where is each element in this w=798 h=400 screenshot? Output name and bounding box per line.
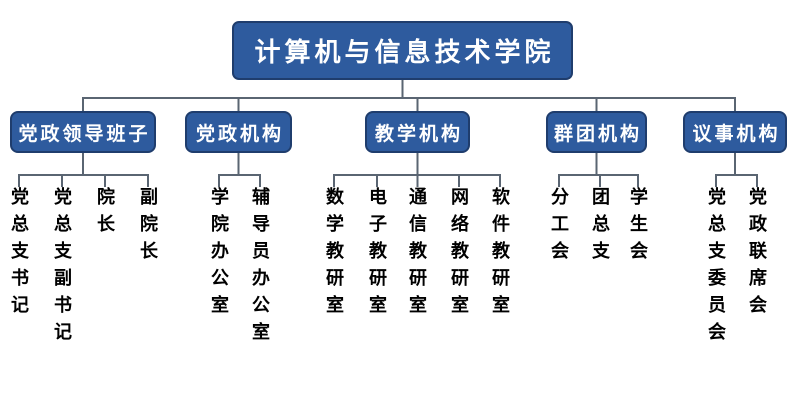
child-label-party-branch-deputy-secretary: 党总支副书记 bbox=[52, 187, 72, 349]
child-label-math-teaching-section: 数学教研室 bbox=[324, 187, 344, 322]
child-label-party-branch-committee: 党总支委员会 bbox=[706, 187, 726, 349]
child-label-counselor-office: 辅导员办公室 bbox=[250, 187, 270, 349]
branch-box-mass-organizations: 群团机构 bbox=[546, 111, 647, 153]
branch-box-teaching-units: 教学机构 bbox=[365, 111, 470, 153]
root-box-college: 计算机与信息技术学院 bbox=[232, 21, 573, 80]
child-label-college-office: 学院办公室 bbox=[209, 187, 229, 322]
child-label-dean: 院长 bbox=[95, 187, 115, 241]
child-label-vice-dean: 副院长 bbox=[138, 187, 158, 268]
child-label-youth-league-branch: 团总支 bbox=[590, 187, 610, 268]
branch-box-leadership-team: 党政领导班子 bbox=[10, 111, 156, 153]
child-label-communication-teaching-section: 通信教研室 bbox=[407, 187, 427, 322]
branch-box-party-gov-offices: 党政机构 bbox=[185, 111, 292, 153]
child-label-student-union: 学生会 bbox=[628, 187, 648, 268]
child-label-network-teaching-section: 网络教研室 bbox=[449, 187, 469, 322]
child-label-software-teaching-section: 软件教研室 bbox=[490, 187, 510, 322]
child-label-party-branch-secretary: 党总支书记 bbox=[9, 187, 29, 322]
child-label-electronics-teaching-section: 电子教研室 bbox=[367, 187, 387, 322]
child-label-union-branch: 分工会 bbox=[549, 187, 569, 268]
child-label-party-gov-joint-meeting: 党政联席会 bbox=[747, 187, 767, 322]
branch-box-deliberative-bodies: 议事机构 bbox=[683, 111, 787, 153]
